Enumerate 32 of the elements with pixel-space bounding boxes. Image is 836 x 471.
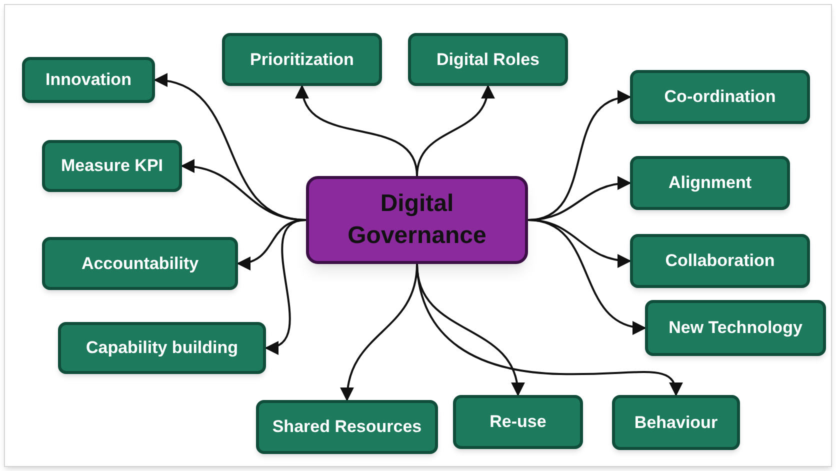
topic-box [256, 400, 438, 454]
arrow [528, 219, 646, 334]
central-topic-box [306, 176, 528, 264]
topic-label: Digital Roles [436, 50, 540, 70]
topic-label: New Technology [668, 318, 802, 338]
topic-label: Shared Resources [272, 417, 422, 437]
topic-label: Re-use [490, 412, 546, 432]
topic-label: Measure KPI [60, 156, 164, 176]
topic-box [453, 395, 583, 449]
topic-label: Innovation [46, 70, 132, 90]
topic-label: Alignment [668, 173, 752, 193]
arrow [264, 219, 306, 352]
topic-label: Co-ordination [664, 87, 776, 107]
topic-label: Accountability [81, 254, 199, 274]
topic-label: Capability building [86, 338, 238, 358]
topic-label: Collaboration [665, 251, 775, 271]
topic-box [42, 140, 182, 192]
topic-box [630, 156, 790, 210]
topic-label: Prioritization [250, 50, 354, 70]
arrow [416, 264, 682, 396]
arrow [416, 84, 494, 176]
topic-box [58, 322, 266, 374]
topic-box [22, 57, 155, 103]
topic-box [645, 300, 826, 356]
topic-label: Digital Governance [346, 189, 488, 251]
topic-label: Behaviour [634, 412, 718, 432]
topic-box [42, 237, 238, 290]
topic-box [408, 33, 568, 86]
topic-box [222, 33, 382, 86]
topic-box [630, 70, 810, 124]
topic-box [612, 395, 740, 450]
topic-box [630, 234, 810, 288]
